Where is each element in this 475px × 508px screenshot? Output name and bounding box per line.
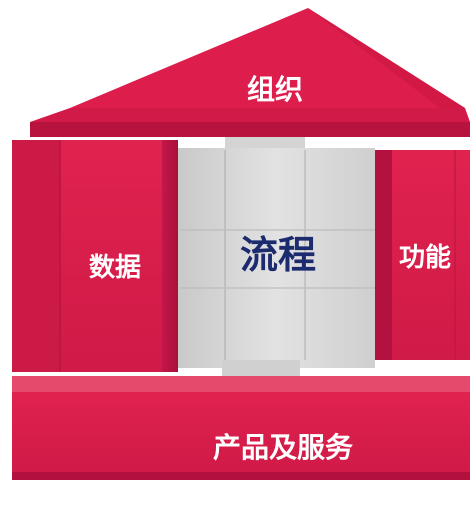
right-pillar-label: 功能 [398, 243, 452, 273]
center-label: 流程 [239, 233, 317, 277]
left-pillar-data [12, 140, 178, 372]
roof-organization [30, 8, 470, 137]
left-pillar-label: 数据 [88, 253, 142, 283]
roof-label: 组织 [246, 73, 304, 106]
base-label: 产品及服务 [212, 431, 354, 464]
base-products-services [12, 376, 470, 480]
right-pillar-function [375, 150, 470, 360]
